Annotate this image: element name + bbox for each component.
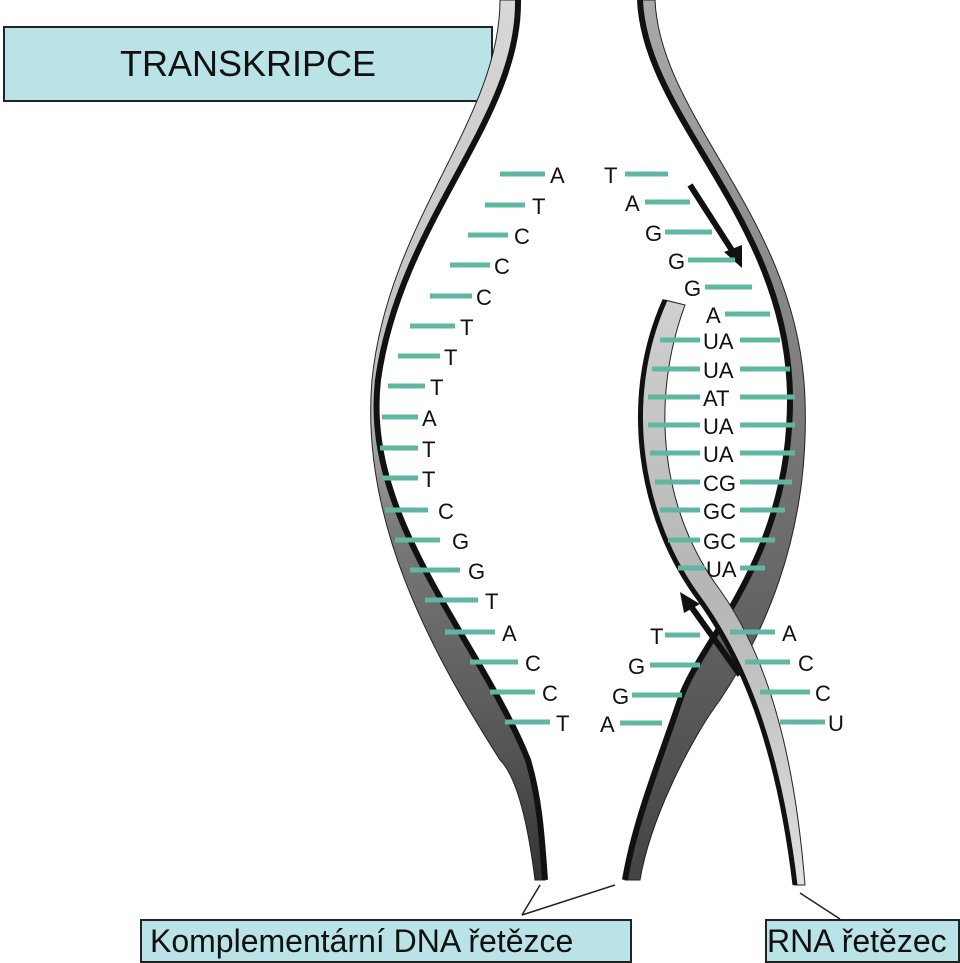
base-pair-letters: UA (706, 557, 737, 582)
base-letter: A (625, 191, 640, 216)
base-letter: G (452, 529, 469, 554)
hybrid-base-pair-lines (648, 337, 795, 571)
right-top-base-pair-lines (625, 171, 770, 317)
base-letter: A (706, 303, 721, 328)
base-letter: A (502, 621, 517, 646)
base-letter: G (668, 249, 685, 274)
base-letter: T (460, 315, 473, 340)
base-letter: T (422, 437, 435, 462)
base-letter: C (476, 285, 492, 310)
right-strand-bottom-left-letters: T G G A (600, 624, 663, 737)
base-pair-letters: UA (703, 442, 734, 467)
arrow-down-icon (687, 183, 742, 268)
base-pair-letters: UA (703, 358, 734, 383)
right-dna-strand (622, 0, 806, 881)
base-pair-letters: CG (703, 471, 736, 496)
base-pair-letters: GC (703, 529, 736, 554)
base-pair-letters: GC (703, 499, 736, 524)
left-base-pair-lines (380, 171, 550, 725)
arrow-up-icon (680, 592, 743, 677)
base-letter: A (782, 621, 797, 646)
diagram-title: TRANSKRIPCE (3, 26, 493, 102)
label-pointers (521, 884, 841, 920)
hybrid-letters: UA UA AT UA UA CG GC GC UA (703, 329, 737, 582)
base-letter: T (430, 375, 443, 400)
right-strand-bottom-right-letters: A C C U (782, 621, 844, 736)
right-bottom-base-pair-lines (620, 629, 825, 726)
base-letter: T (556, 711, 569, 736)
base-pair-letters: UA (703, 329, 734, 354)
base-letter: G (684, 276, 701, 301)
base-letter: C (525, 651, 541, 676)
base-letter: C (542, 681, 558, 706)
base-letter: T (485, 589, 498, 614)
base-letter: C (494, 254, 510, 279)
base-letter: C (514, 224, 530, 249)
rna-strand (637, 298, 806, 886)
left-dna-strand (370, 0, 548, 881)
base-letter: G (468, 559, 485, 584)
base-letter: G (628, 654, 645, 679)
base-letter: T (650, 624, 663, 649)
label-rna-strand: RNA řetězec (765, 919, 960, 963)
base-letter: A (550, 163, 565, 188)
base-letter: U (828, 711, 844, 736)
base-letter: C (438, 499, 454, 524)
base-letter: T (422, 467, 435, 492)
base-letter: T (444, 345, 457, 370)
base-pair-letters: AT (703, 386, 729, 411)
base-letter: A (600, 712, 615, 737)
right-strand-top-letters: T A G G G A (604, 163, 721, 328)
left-strand-letters: A T C C C T T T A T T C G G T A C C T (422, 163, 569, 736)
base-letter: A (422, 406, 437, 431)
base-letter: T (604, 163, 617, 188)
base-letter: C (798, 651, 814, 676)
base-letter: T (532, 194, 545, 219)
label-complementary-dna: Komplementární DNA řetězce (140, 919, 632, 963)
base-letter: G (645, 221, 662, 246)
base-letter: G (612, 684, 629, 709)
base-pair-letters: UA (703, 414, 734, 439)
base-letter: C (815, 681, 831, 706)
